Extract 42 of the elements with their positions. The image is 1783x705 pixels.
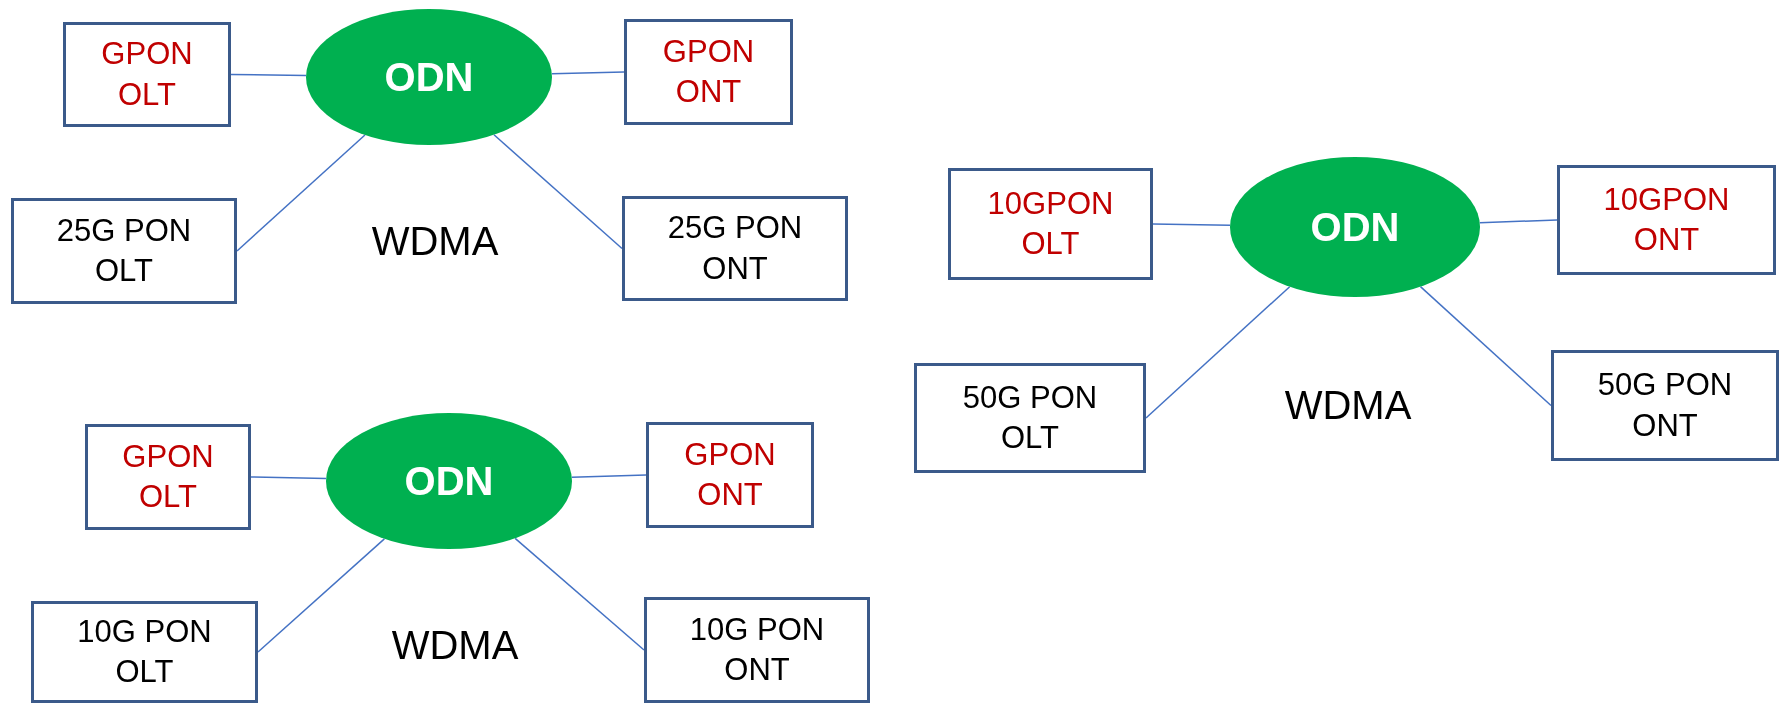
node-label: 10GPON OLT	[986, 184, 1115, 263]
node-label: 50G PON ONT	[1596, 366, 1734, 445]
node-label: GPON OLT	[121, 437, 215, 516]
node-label: 10GPON ONT	[1602, 180, 1731, 259]
device-box	[914, 363, 1146, 473]
wdma-label: WDMA	[1284, 382, 1412, 428]
node-label: 10G PON ONT	[688, 610, 826, 689]
connector-line	[1479, 219, 1558, 224]
connector-line	[250, 476, 327, 480]
device-box	[85, 424, 251, 530]
connector-line	[1152, 223, 1231, 226]
device-box	[948, 168, 1153, 280]
device-box	[646, 422, 814, 528]
device-box	[1557, 165, 1776, 275]
device-box	[31, 601, 258, 703]
device-box	[644, 597, 870, 703]
connector-line	[236, 134, 366, 252]
device-box	[63, 22, 231, 127]
node-label: 10G PON OLT	[76, 612, 213, 691]
node-label: ODN	[384, 54, 474, 100]
connector-line	[230, 73, 307, 77]
connector-line	[551, 71, 625, 75]
device-box	[624, 19, 793, 125]
node-label: ODN	[404, 458, 494, 504]
connector-line	[514, 537, 645, 651]
node-label: GPON OLT	[100, 35, 194, 114]
node-label: 25G PON ONT	[666, 209, 804, 288]
node-label: GPON ONT	[683, 435, 777, 514]
connector-line	[493, 134, 623, 250]
node-label: 25G PON OLT	[55, 211, 193, 290]
wdma-label: WDMA	[391, 622, 519, 668]
node-label: ODN	[1310, 204, 1400, 250]
connector-line	[1419, 285, 1552, 407]
connector-line	[1145, 285, 1291, 419]
connector-line	[257, 538, 386, 653]
node-label: GPON ONT	[661, 32, 756, 111]
connector-line	[571, 474, 647, 478]
device-box	[622, 196, 848, 301]
device-box	[11, 198, 237, 304]
device-box	[1551, 350, 1779, 461]
node-label: 50G PON OLT	[961, 378, 1099, 457]
wdma-label: WDMA	[371, 218, 499, 264]
